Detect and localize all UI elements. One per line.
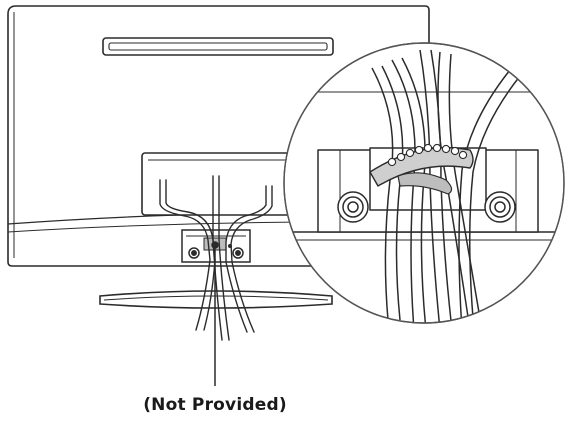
- zoom-origin-marker: [228, 244, 232, 248]
- cable-tie-strap: [369, 143, 474, 195]
- zoom-detail-circle: [283, 42, 565, 324]
- vent-slot: [102, 37, 334, 56]
- pointer-line: [211, 241, 219, 386]
- stand-base: [99, 290, 333, 309]
- stand-neck: [141, 152, 313, 216]
- not-provided-caption: (Not Provided): [143, 395, 287, 415]
- screw-left-large: [337, 191, 369, 223]
- screw-right-large: [484, 191, 516, 223]
